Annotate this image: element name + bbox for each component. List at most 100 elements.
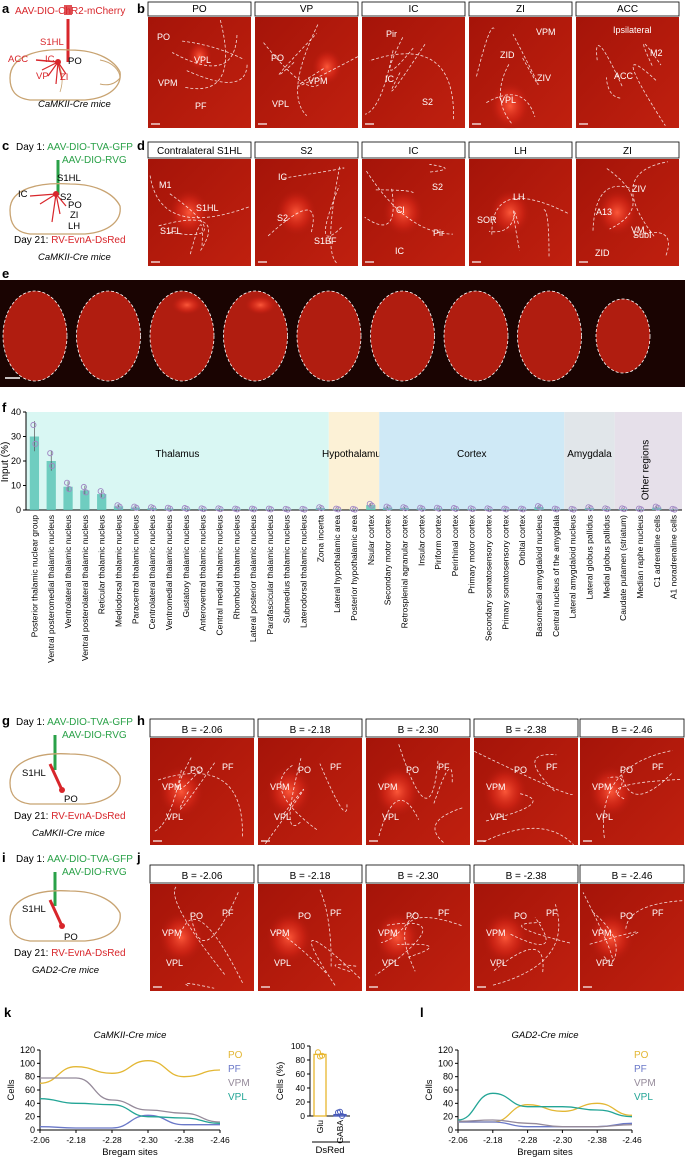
fluorescence-spot: [482, 911, 529, 964]
section-outline: [149, 290, 215, 382]
panel-letter-b: b: [137, 1, 145, 16]
region-boundary: [625, 900, 683, 929]
category-label: Lateral posterior thalamic nucleus: [248, 515, 258, 642]
tile-title: B = -2.18: [290, 725, 331, 736]
tile-tab: [257, 718, 363, 738]
label-s1hl: S1HL: [40, 37, 64, 48]
c-label-s2: S2: [60, 192, 72, 203]
region-boundary: [366, 170, 453, 235]
region-label: M1: [159, 180, 172, 190]
region-boundary: [267, 209, 314, 237]
tile-tab: [468, 1, 573, 17]
region-boundary: [278, 33, 317, 76]
injection-site: [171, 295, 203, 315]
x-tick-label: -2.38: [174, 1135, 194, 1145]
y-tick-label: 40: [25, 1098, 35, 1108]
category-label: C1 adrenaline cells: [652, 515, 662, 587]
day1-label: Day 1: AAV-DIO-TVA-GFP: [16, 142, 133, 153]
region-label: IC: [278, 172, 288, 182]
y-tick-label: 0: [16, 505, 21, 515]
tissue-image: [148, 17, 251, 128]
legend-entry: VPL: [228, 1092, 247, 1103]
region-boundary: [375, 922, 424, 976]
tile-tab: [361, 141, 466, 159]
panel-g-schematic: Day 1: AAV-DIO-TVA-GFP AAV-DIO-RVG S1HL …: [9, 717, 133, 839]
data-point: [419, 505, 426, 512]
tile-title: Contralateral S1HL: [157, 146, 242, 157]
region-boundary: [264, 788, 305, 845]
region-label: ZID: [500, 50, 515, 60]
data-point: [284, 506, 291, 513]
y-tick-label: 80: [296, 1055, 306, 1065]
region-label-vpm: VPM: [270, 782, 290, 792]
region-boundary: [157, 773, 243, 837]
y-tick-label: 80: [25, 1072, 35, 1082]
region-boundary: [643, 43, 662, 66]
c-label-zi: ZI: [70, 210, 78, 221]
data-point: [469, 506, 476, 513]
tile-tab: [254, 141, 359, 159]
data-point: [486, 506, 493, 513]
section-tissue: [223, 291, 288, 381]
region-boundary: [185, 983, 215, 989]
y-tick-label: 120: [20, 1045, 35, 1055]
region-boundary: [190, 891, 240, 941]
data-point: [166, 505, 174, 512]
category-label: Nsular cortex: [366, 514, 376, 565]
x-tick-label: -2.18: [66, 1135, 86, 1145]
data-point: [317, 1053, 323, 1060]
label-vp: VP: [36, 71, 49, 82]
data-point: [64, 479, 71, 486]
bar: [416, 508, 426, 510]
bar: [399, 508, 410, 510]
bar: [231, 509, 241, 510]
tissue-image: [255, 17, 358, 128]
region-boundary: [283, 167, 345, 179]
bar: [181, 508, 191, 510]
panel-letter-l: l: [420, 1005, 424, 1020]
region-boundary: [603, 750, 673, 838]
bar: [265, 509, 275, 510]
bar: [214, 509, 225, 510]
i-day21-label: Day 21: RV-EvnA-DsRed: [14, 948, 126, 959]
region-boundary: [491, 198, 568, 236]
data-point: [47, 450, 54, 457]
data-point: [587, 505, 594, 512]
group-label: Other regions: [640, 440, 651, 501]
tile-tab: [147, 141, 252, 159]
mouse-brain-outline: [9, 49, 121, 101]
category-label: Ventral posterolateral thalamic nucleus: [80, 515, 90, 661]
category-label: Caudate putamen (striatum): [618, 515, 628, 621]
category-label: Posterior hypothalamic area: [349, 515, 359, 621]
region-label-po: PO: [298, 911, 311, 921]
category-label: Primary somatosensory cortex: [500, 514, 510, 630]
tile-title: B = -2.06: [182, 725, 223, 736]
region-label-pf: PF: [222, 762, 234, 772]
panel-i-schematic: Day 1: AAV-DIO-TVA-GFP AAV-DIO-RVG S1HL …: [9, 854, 133, 976]
region-boundary: [596, 45, 623, 87]
x-axis-label: Bregam sites: [517, 1147, 573, 1158]
tile-title: B = -2.18: [290, 871, 331, 882]
fluorescence-spot: [311, 48, 343, 86]
fluorescence-spot: [482, 765, 529, 818]
coronal-section: [223, 290, 288, 382]
region-label: IC: [385, 74, 395, 84]
bar: [500, 509, 511, 510]
y-tick-label: 120: [438, 1045, 453, 1055]
data-point: [553, 506, 560, 513]
tile-title: S2: [300, 146, 313, 157]
series-line: [457, 1119, 633, 1128]
region-label-po: PO: [514, 765, 527, 775]
region-boundary: [488, 212, 516, 233]
c-mouse-line-label: CaMKII-Cre mice: [38, 252, 111, 263]
region-label: Pir: [386, 29, 397, 39]
category-label: Glu: [315, 1120, 325, 1134]
tile-title: ZI: [623, 146, 632, 157]
tile-title: IC: [409, 146, 419, 157]
region-boundary: [297, 24, 319, 116]
